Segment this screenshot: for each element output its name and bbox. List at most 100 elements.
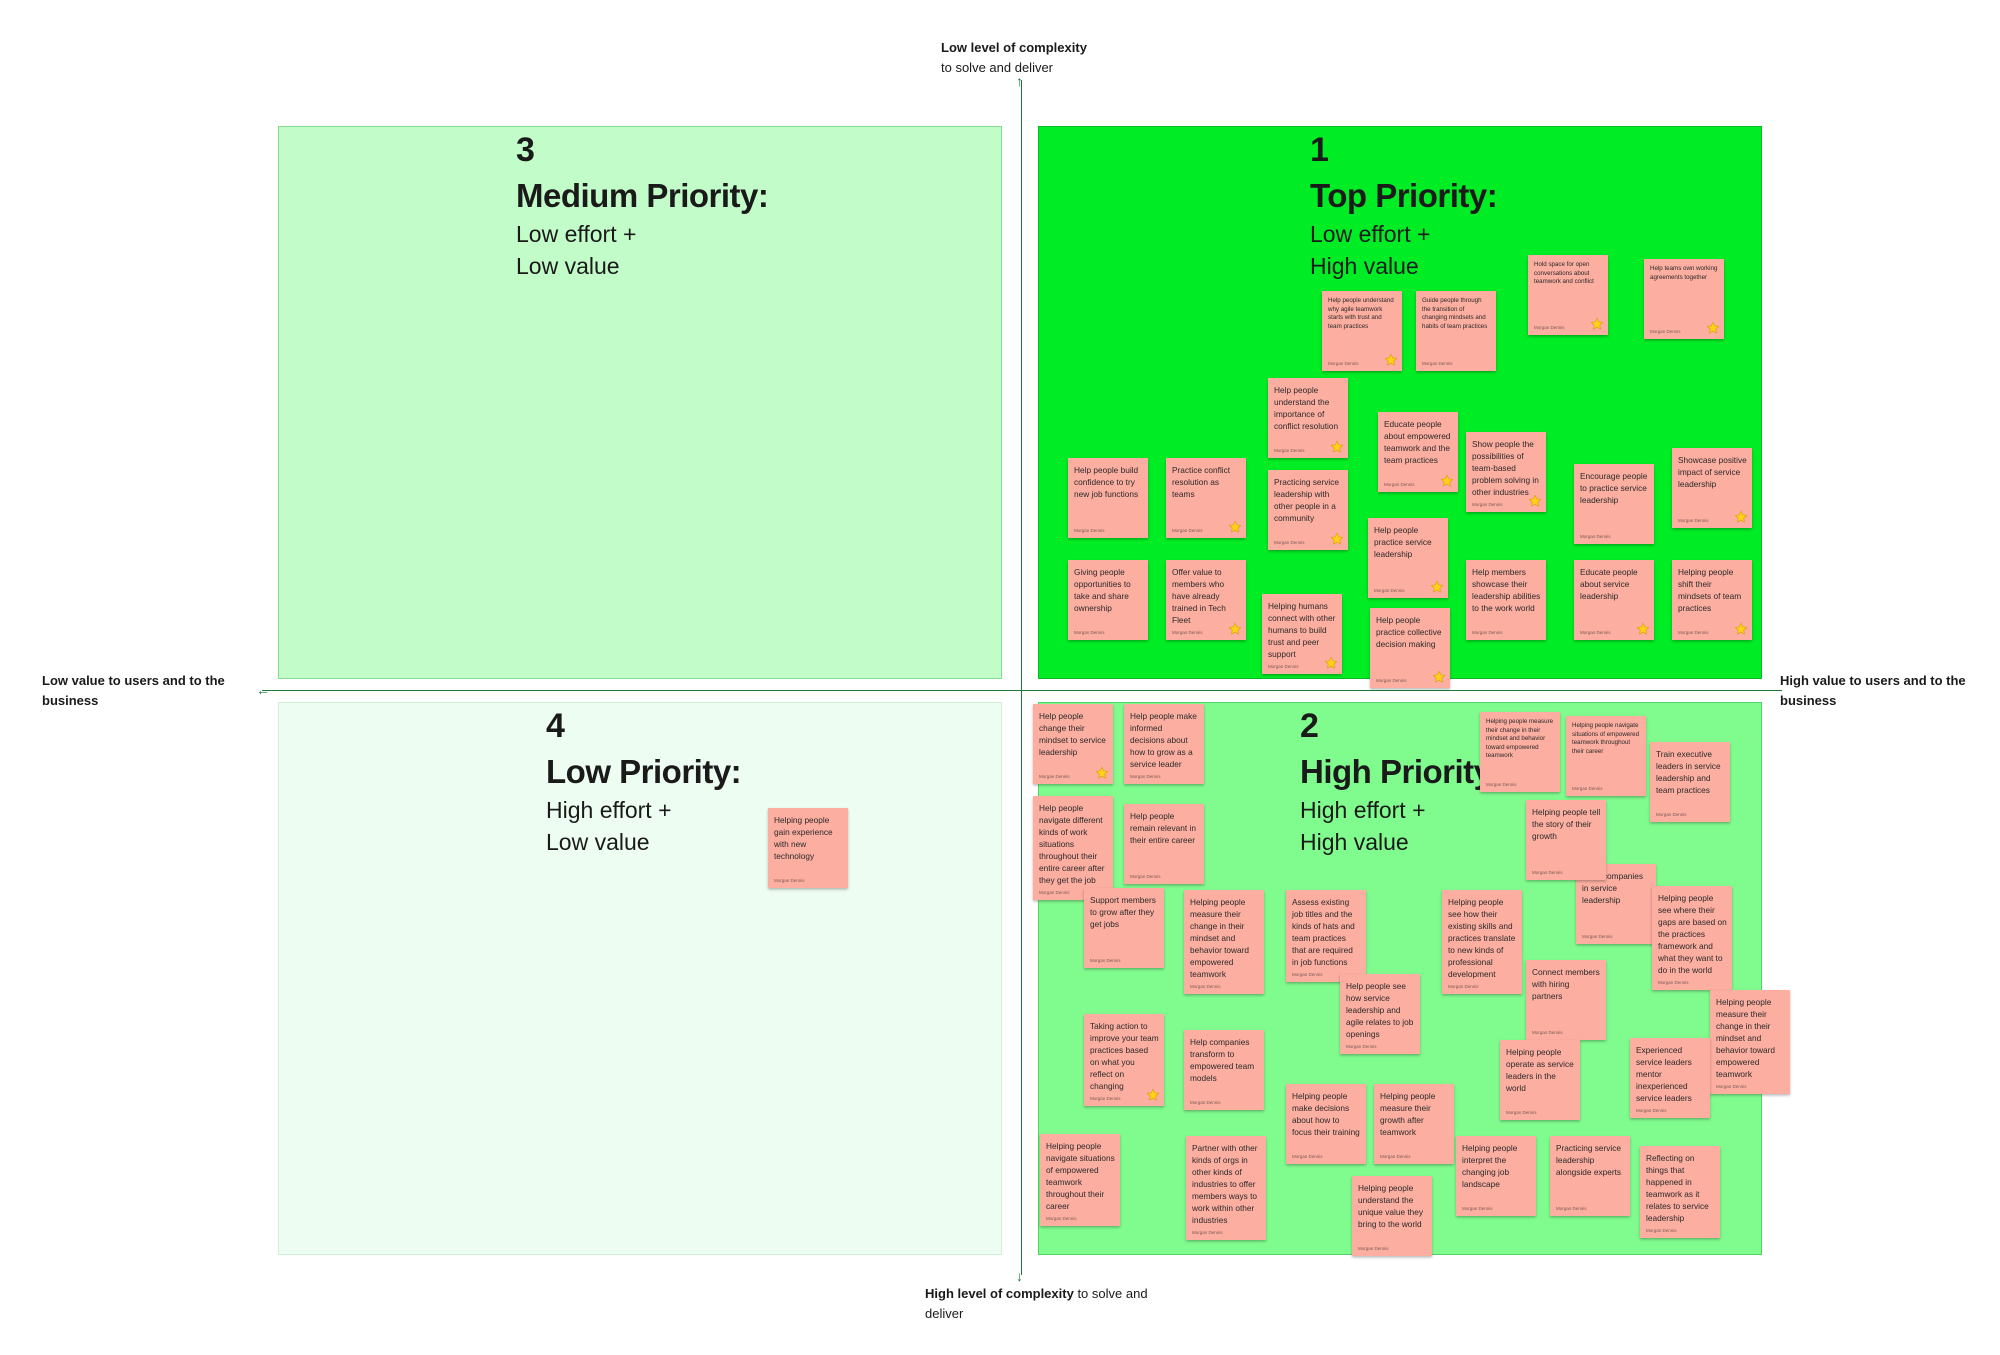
sticky-note[interactable]: Support members to grow after they get j… (1084, 888, 1164, 968)
sticky-note[interactable]: Help people remain relevant in their ent… (1124, 804, 1204, 884)
sticky-note[interactable]: Encourage people to practice service lea… (1574, 464, 1654, 544)
sticky-note[interactable]: Hold space for open conversations about … (1528, 255, 1608, 335)
sticky-note[interactable]: Help members showcase their leadership a… (1466, 560, 1546, 640)
star-icon (1528, 494, 1542, 508)
sticky-text: Partner with other kinds of orgs in othe… (1192, 1143, 1258, 1225)
star-icon (1228, 622, 1242, 636)
star-icon (1432, 670, 1446, 684)
star-icon (1590, 317, 1604, 331)
quadrant-effort: High effort + (546, 797, 672, 823)
sticky-note[interactable]: Helping people see how their existing sk… (1442, 890, 1522, 994)
star-icon (1384, 353, 1398, 367)
sticky-text: Train executive leaders in service leade… (1656, 749, 1721, 795)
sticky-text: Offer value to members who have already … (1172, 567, 1226, 625)
sticky-note[interactable]: Train executive leaders in service leade… (1650, 742, 1730, 822)
sticky-text: Helping people see how their existing sk… (1448, 897, 1516, 979)
sticky-note[interactable]: Showcase positive impact of service lead… (1672, 448, 1752, 528)
sticky-author: Morgan Dennis (1328, 361, 1359, 366)
sticky-note[interactable]: Helping people understand the unique val… (1352, 1176, 1432, 1256)
sticky-note[interactable]: Practicing service leadership alongside … (1550, 1136, 1630, 1216)
sticky-author: Morgan Dennis (1532, 1030, 1563, 1035)
quadrant-effort: Low effort + (516, 221, 637, 247)
sticky-note[interactable]: Helping people measure their change in t… (1710, 990, 1790, 1094)
sticky-text: Experienced service leaders mentor inexp… (1636, 1045, 1692, 1103)
sticky-note[interactable]: Partner with other kinds of orgs in othe… (1186, 1136, 1266, 1240)
sticky-text: Helping humans connect with other humans… (1268, 601, 1336, 659)
sticky-note[interactable]: Helping people measure their growth afte… (1374, 1084, 1454, 1164)
sticky-note[interactable]: Helping people gain experience with new … (768, 808, 848, 888)
sticky-note[interactable]: Helping people measure their change in t… (1184, 890, 1264, 994)
star-icon (1636, 622, 1650, 636)
sticky-note[interactable]: Helping people see where their gaps are … (1652, 886, 1732, 990)
quadrant-3-heading: 3 Medium Priority: Low effort + Low valu… (516, 130, 769, 282)
sticky-text: Helping people understand the unique val… (1358, 1183, 1424, 1229)
sticky-author: Morgan Dennis (1580, 534, 1611, 539)
sticky-note[interactable]: Guide people through the transition of c… (1416, 291, 1496, 371)
star-icon (1095, 766, 1109, 780)
sticky-text: Helping people measure their change in t… (1486, 718, 1554, 759)
sticky-note[interactable]: Helping people navigate situations of em… (1566, 716, 1646, 796)
axis-label-right: High value to users and to the business (1780, 673, 1966, 708)
sticky-author: Morgan Dennis (1380, 1154, 1411, 1159)
sticky-text: Practicing service leadership with other… (1274, 477, 1340, 523)
sticky-note[interactable]: Help people build confidence to try new … (1068, 458, 1148, 538)
sticky-note[interactable]: Helping people tell the story of their g… (1526, 800, 1606, 880)
axis-label-top-rest: to solve and deliver (941, 60, 1054, 75)
star-icon (1330, 440, 1344, 454)
sticky-text: Helping people shift their mindsets of t… (1678, 567, 1742, 613)
sticky-note[interactable]: Assess existing job titles and the kinds… (1286, 890, 1366, 982)
sticky-note[interactable]: Show people the possibilities of team-ba… (1466, 432, 1546, 512)
sticky-note[interactable]: Help people navigate different kinds of … (1033, 796, 1113, 900)
sticky-author: Morgan Dennis (1292, 1154, 1323, 1159)
quadrant-title: High Priority: (1300, 753, 1503, 790)
sticky-author: Morgan Dennis (774, 878, 805, 883)
sticky-note[interactable]: Help people make informed decisions abou… (1124, 704, 1204, 784)
sticky-note[interactable]: Educate people about empowered teamwork … (1378, 412, 1458, 492)
sticky-text: Practice conflict resolution as teams (1172, 465, 1231, 499)
sticky-note[interactable]: Helping people measure their change in t… (1480, 712, 1560, 792)
sticky-note[interactable]: Experienced service leaders mentor inexp… (1630, 1038, 1710, 1118)
sticky-note[interactable]: Offer value to members who have already … (1166, 560, 1246, 640)
sticky-note[interactable]: Help people understand the importance of… (1268, 378, 1348, 458)
quadrant-title: Top Priority: (1310, 177, 1498, 214)
sticky-note[interactable]: Helping people shift their mindsets of t… (1672, 560, 1752, 640)
sticky-note[interactable]: Help companies transform to empowered te… (1184, 1030, 1264, 1110)
quadrant-value: Low value (516, 253, 620, 279)
sticky-note[interactable]: Taking action to improve your team pract… (1084, 1014, 1164, 1106)
sticky-author: Morgan Dennis (1130, 874, 1161, 879)
sticky-note[interactable]: Help people see how service leadership a… (1340, 974, 1420, 1054)
sticky-author: Morgan Dennis (1658, 980, 1689, 985)
sticky-text: Help people see how service leadership a… (1346, 981, 1414, 1039)
quadrant-number: 3 (516, 131, 535, 169)
sticky-note[interactable]: Practicing service leadership with other… (1268, 470, 1348, 550)
sticky-note[interactable]: Help teams own working agreements togeth… (1644, 259, 1724, 339)
sticky-note[interactable]: Helping people navigate situations of em… (1040, 1134, 1120, 1226)
sticky-text: Giving people opportunities to take and … (1074, 567, 1131, 613)
sticky-note[interactable]: Help people practice collective decision… (1370, 608, 1450, 688)
sticky-note[interactable]: Helping humans connect with other humans… (1262, 594, 1342, 674)
sticky-note[interactable]: Reflecting on things that happened in te… (1640, 1146, 1720, 1238)
arrow-left-icon: ← (256, 682, 270, 698)
star-icon (1228, 520, 1242, 534)
sticky-note[interactable]: Giving people opportunities to take and … (1068, 560, 1148, 640)
sticky-note[interactable]: Helping people interpret the changing jo… (1456, 1136, 1536, 1216)
sticky-author: Morgan Dennis (1646, 1228, 1677, 1233)
sticky-author: Morgan Dennis (1650, 329, 1681, 334)
sticky-note[interactable]: Help people change their mindset to serv… (1033, 704, 1113, 784)
quadrant-number: 2 (1300, 707, 1319, 745)
sticky-note[interactable]: Helping people operate as service leader… (1500, 1040, 1580, 1120)
star-icon (1324, 656, 1338, 670)
sticky-text: Support members to grow after they get j… (1090, 895, 1156, 929)
sticky-author: Morgan Dennis (1422, 361, 1453, 366)
sticky-author: Morgan Dennis (1374, 588, 1405, 593)
sticky-author: Morgan Dennis (1582, 934, 1613, 939)
axis-label-left: Low value to users and to the business (42, 673, 225, 708)
quadrant-title: Low Priority: (546, 753, 742, 790)
sticky-author: Morgan Dennis (1532, 870, 1563, 875)
sticky-note[interactable]: Help people understand why agile teamwor… (1322, 291, 1402, 371)
sticky-note[interactable]: Helping people make decisions about how … (1286, 1084, 1366, 1164)
